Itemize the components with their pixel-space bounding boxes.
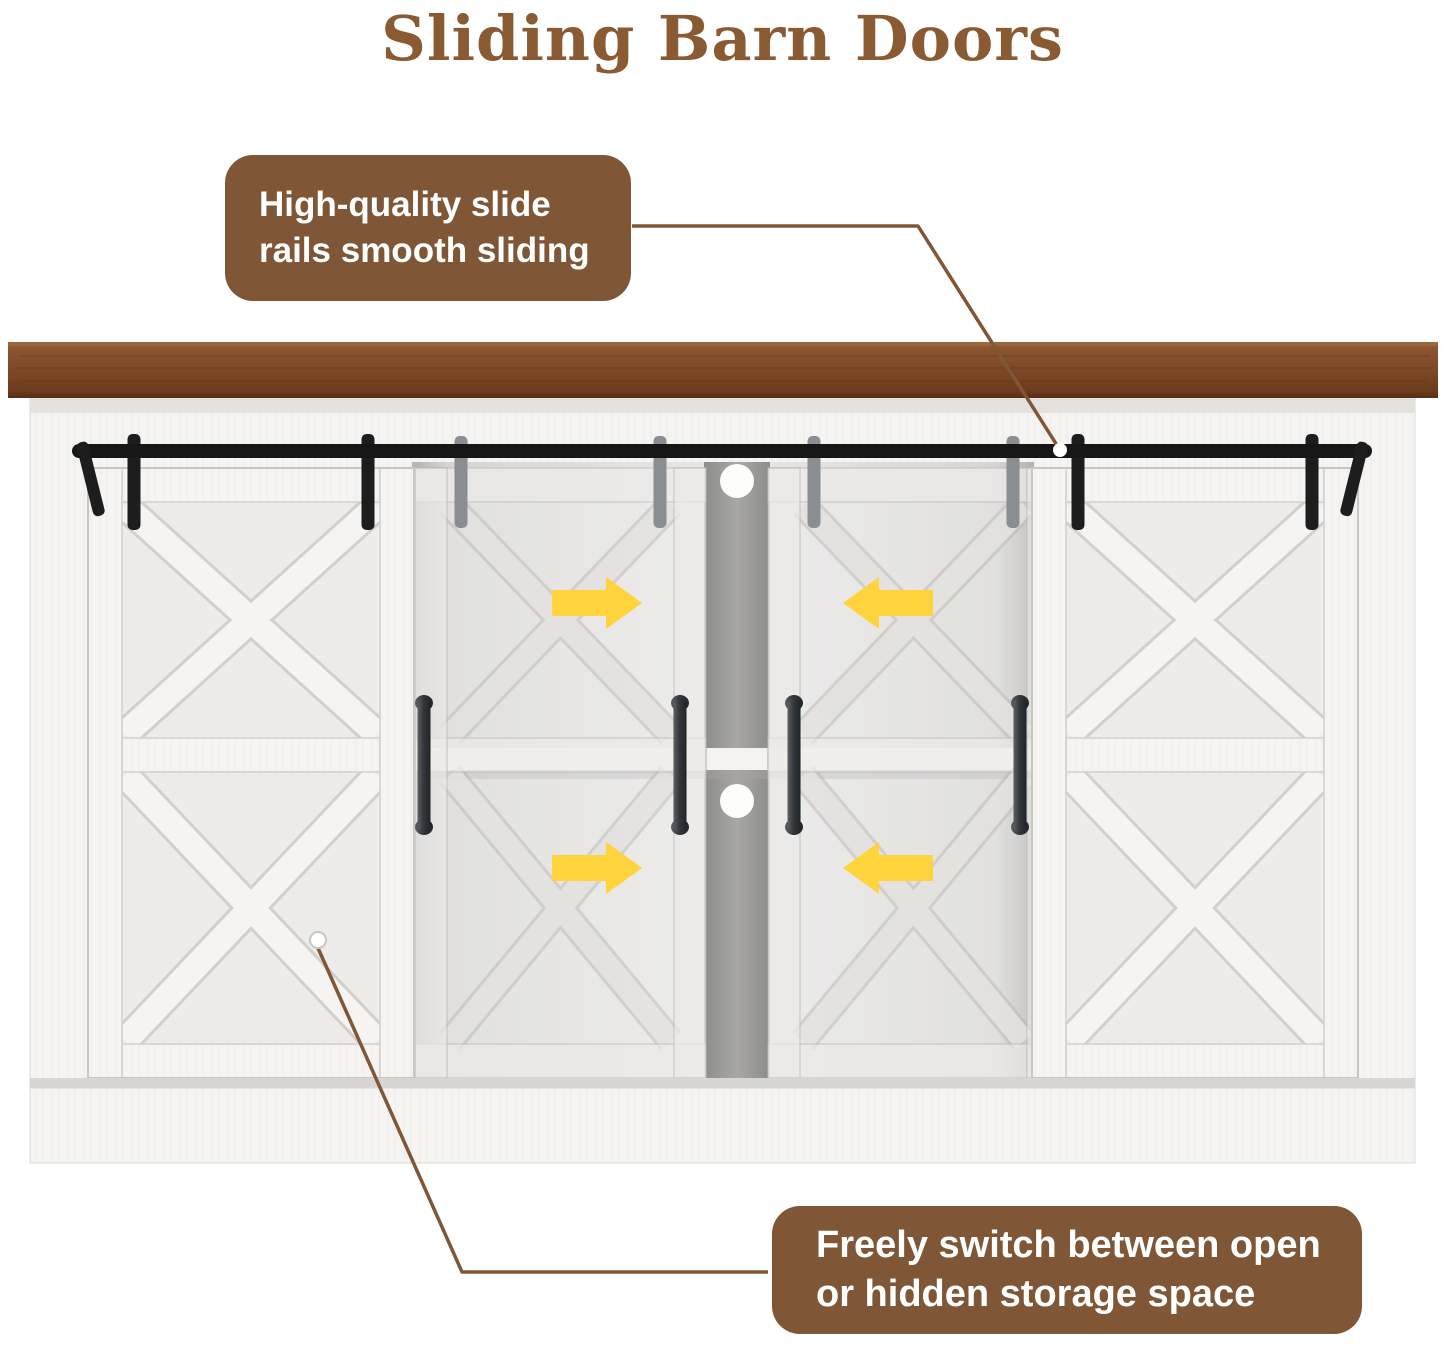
- callout-slide-rails-line2: rails smooth sliding: [259, 231, 590, 270]
- callout-storage-switch-line1: Freely switch between open: [816, 1223, 1321, 1266]
- slide-rail-bar: [72, 444, 1372, 458]
- slide-rail-assembly: [72, 434, 1372, 530]
- callout-slide-rails-line1: High-quality slide: [259, 184, 551, 224]
- connector-line-top: [632, 224, 1062, 451]
- shelf-shadow: [412, 770, 1034, 779]
- barn-door-right: [1031, 467, 1359, 1079]
- arrow-right-icon: [552, 577, 642, 629]
- arrow-right-icon: [552, 842, 642, 894]
- cable-hole-middle: [720, 784, 754, 818]
- rail-end-bracket-right: [1340, 441, 1369, 517]
- barn-door-left: [87, 467, 415, 1079]
- wood-top: [8, 342, 1438, 398]
- door-handle: [1011, 695, 1029, 835]
- door-handle: [785, 695, 803, 835]
- rail-end-bracket-left: [76, 441, 105, 517]
- connector-line-bottom: [316, 947, 768, 1274]
- callout-slide-rails: High-quality slide rails smooth sliding: [225, 155, 631, 301]
- connector-dot-bottom: [309, 931, 327, 949]
- arrow-left-icon: [843, 842, 933, 894]
- wood-grain-lines: [16, 355, 1432, 382]
- callout-storage-switch: Freely switch between open or hidden sto…: [772, 1206, 1362, 1334]
- cable-hole-top: [720, 464, 754, 498]
- door-handles: [415, 695, 1029, 835]
- door-hangers-ghost: [454, 436, 1020, 528]
- cabinet-base: [29, 1078, 1416, 1164]
- callout-storage-switch-line2: or hidden storage space: [816, 1273, 1256, 1315]
- connector-dot-top: [1053, 443, 1067, 457]
- page-title: Sliding Barn Doors: [381, 2, 1064, 75]
- ghost-door-left: [414, 467, 707, 1079]
- door-handle: [671, 695, 689, 835]
- door-handle: [415, 695, 433, 835]
- under-top-shadow: [30, 398, 1415, 413]
- arrow-left-icon: [843, 577, 933, 629]
- callout-connectors: [316, 224, 1062, 1274]
- slide-direction-arrows: [552, 577, 933, 894]
